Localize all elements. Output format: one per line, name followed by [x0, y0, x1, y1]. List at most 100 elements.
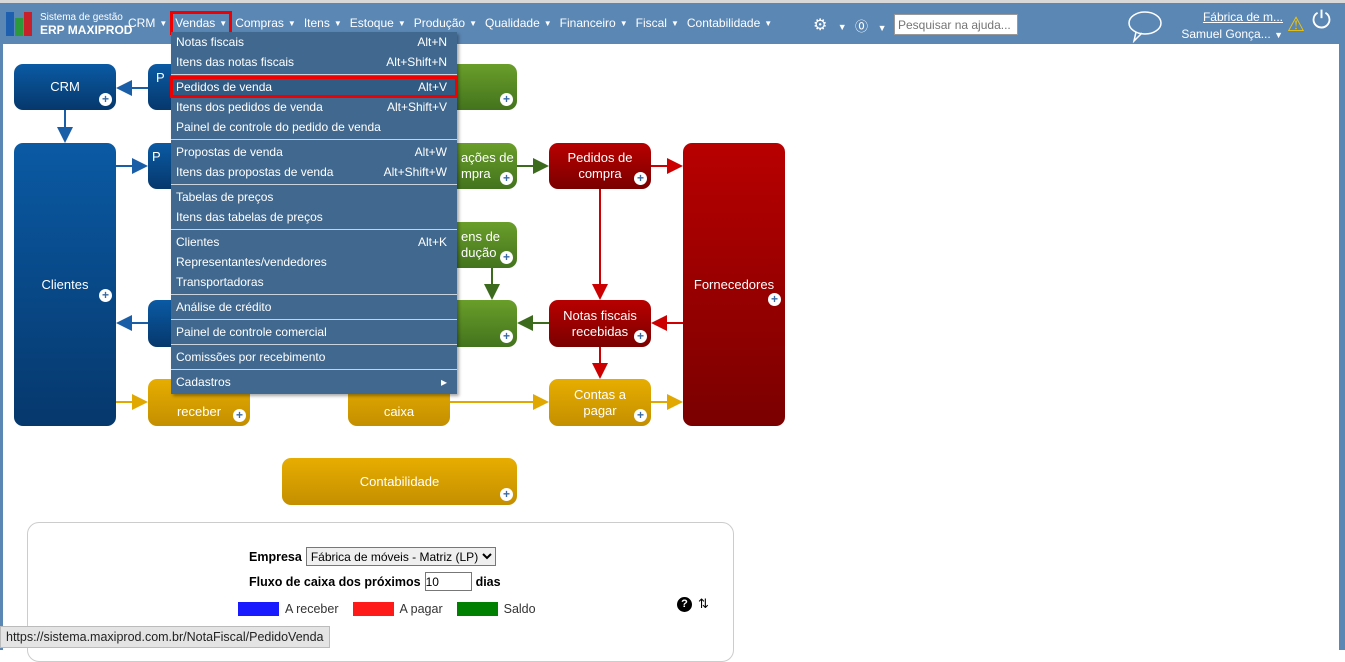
notas-recebidas-box[interactable]: Notas fiscais recebidas+: [549, 300, 651, 347]
menu-item[interactable]: Comissões por recebimento: [171, 347, 457, 367]
chevron-down-icon: ▼: [469, 18, 478, 28]
menu-item-label: Representantes/vendedores: [176, 255, 327, 269]
nav-label: Contabilidade: [686, 16, 761, 30]
menu-item-label: Painel de controle do pedido de venda: [176, 120, 381, 134]
chevron-down-icon: ▼: [159, 18, 168, 28]
nav-crm[interactable]: CRM▼: [128, 16, 167, 30]
chevron-down-icon: ▼: [619, 18, 628, 28]
menu-item-label: Itens das tabelas de preços: [176, 210, 323, 224]
menu-item-label: Itens dos pedidos de venda: [176, 100, 323, 114]
chevron-down-icon: ▼: [219, 18, 228, 28]
help-icon[interactable]: ⓪ ▼: [855, 19, 887, 34]
plus-icon[interactable]: +: [500, 172, 513, 185]
nav-estoque[interactable]: Estoque▼: [350, 16, 406, 30]
menu-item[interactable]: Painel de controle comercial: [171, 322, 457, 342]
menu-item[interactable]: Itens das notas fiscais Alt+Shift+N: [171, 52, 457, 72]
nav-qualidade[interactable]: Qualidade▼: [485, 16, 552, 30]
plus-icon[interactable]: +: [500, 330, 513, 343]
caixa-label: caixa: [383, 404, 415, 419]
menu-item[interactable]: Notas fiscais Alt+N: [171, 32, 457, 52]
company-link[interactable]: Fábrica de m...: [1202, 10, 1283, 24]
nav-label: Itens: [303, 16, 330, 30]
menu-item[interactable]: Transportadoras: [171, 272, 457, 292]
ordens-producao-label: ens de dução: [461, 229, 501, 260]
empresa-select[interactable]: Fábrica de móveis - Matriz (LP): [305, 547, 496, 566]
nav-vendas[interactable]: Vendas▼: [170, 11, 233, 35]
plus-icon[interactable]: +: [233, 409, 246, 422]
contabilidade-box[interactable]: Contabilidade +: [282, 458, 517, 505]
crm-box[interactable]: CRM +: [14, 64, 116, 110]
power-icon[interactable]: ⏻: [1312, 7, 1331, 34]
plus-icon[interactable]: +: [99, 289, 112, 302]
contas-receber-label: receber: [176, 404, 222, 419]
empresa-label: Empresa: [249, 549, 302, 564]
menu-item[interactable]: Cadastros▸: [171, 372, 457, 392]
help-icon[interactable]: ?: [677, 597, 692, 612]
help-search-input[interactable]: [894, 14, 1018, 35]
menu-item-label: Itens das notas fiscais: [176, 55, 295, 69]
chevron-down-icon[interactable]: ▼: [1274, 30, 1283, 40]
menu-item-shortcut: ▸: [440, 375, 447, 389]
pedidos-compra-box[interactable]: Pedidos de compra+: [549, 143, 651, 189]
crm-label: CRM: [50, 79, 80, 94]
nav-fiscal[interactable]: Fiscal▼: [636, 16, 679, 30]
legend-label: A receber: [285, 602, 339, 616]
warning-icon[interactable]: ⚠: [1287, 14, 1305, 36]
chevron-down-icon: ▼: [764, 18, 773, 28]
user-info[interactable]: Fábrica de m... Samuel Gonça... ▼: [1181, 9, 1283, 44]
user-name[interactable]: Samuel Gonça...: [1181, 27, 1271, 41]
menu-divider: [171, 319, 457, 320]
plus-icon[interactable]: +: [500, 93, 513, 106]
vendas-dropdown-menu: Notas fiscais Alt+N Itens das notas fiscai…: [170, 32, 458, 394]
menu-item[interactable]: Itens das tabelas de preços: [171, 207, 457, 227]
plus-icon[interactable]: +: [634, 172, 647, 185]
menu-item[interactable]: Tabelas de preços: [171, 187, 457, 207]
col2-mid-label: P: [152, 149, 161, 164]
menu-item[interactable]: Painel de controle do pedido de venda: [171, 117, 457, 137]
clientes-box[interactable]: Clientes+: [14, 143, 116, 426]
dias-input[interactable]: [424, 572, 472, 591]
plus-icon[interactable]: +: [634, 409, 647, 422]
menu-item-label: Tabelas de preços: [176, 190, 274, 204]
refresh-icon[interactable]: ⇅: [698, 596, 709, 611]
fornecedores-box[interactable]: Fornecedores+: [683, 143, 785, 426]
plus-icon[interactable]: +: [500, 251, 513, 264]
menu-item[interactable]: Representantes/vendedores: [171, 252, 457, 272]
contabilidade-label: Contabilidade: [359, 473, 440, 489]
plus-icon[interactable]: +: [634, 330, 647, 343]
nav-label: Financeiro: [559, 16, 616, 30]
nav-compras[interactable]: Compras▼: [235, 16, 296, 30]
legend-swatch-pagar: [352, 602, 394, 616]
logo-icon[interactable]: [6, 12, 32, 36]
gear-icon[interactable]: ⚙ ▼: [813, 17, 847, 34]
legend-swatch-saldo: [456, 602, 498, 616]
menu-divider: [171, 369, 457, 370]
plus-icon[interactable]: +: [768, 293, 781, 306]
chevron-down-icon: ▼: [670, 18, 679, 28]
contas-pagar-box[interactable]: Contas a pagar+: [549, 379, 651, 426]
menu-item-label: Transportadoras: [176, 275, 264, 289]
menu-item-label: Notas fiscais: [176, 35, 245, 49]
chat-icon[interactable]: [1126, 9, 1164, 43]
col2-top-label: P: [156, 70, 165, 85]
plus-icon[interactable]: +: [500, 488, 513, 501]
menu-item-shortcut: Alt+N: [417, 35, 447, 49]
plus-icon[interactable]: +: [99, 93, 112, 106]
chevron-down-icon: ▼: [543, 18, 552, 28]
nav-contabilidade[interactable]: Contabilidade▼: [687, 16, 772, 30]
menu-item-shortcut: Alt+Shift+W: [383, 165, 447, 179]
nav-produção[interactable]: Produção▼: [414, 16, 477, 30]
chevron-down-icon: ▼: [287, 18, 296, 28]
nav-itens[interactable]: Itens▼: [304, 16, 342, 30]
nav-label: Fiscal: [635, 16, 667, 30]
brand-name: ERP MAXIPROD: [40, 23, 133, 37]
chevron-down-icon: ▼: [397, 18, 406, 28]
menu-item-shortcut: Alt+Shift+N: [386, 55, 447, 69]
menu-item[interactable]: Análise de crédito: [171, 297, 457, 317]
nav-financeiro[interactable]: Financeiro▼: [560, 16, 628, 30]
